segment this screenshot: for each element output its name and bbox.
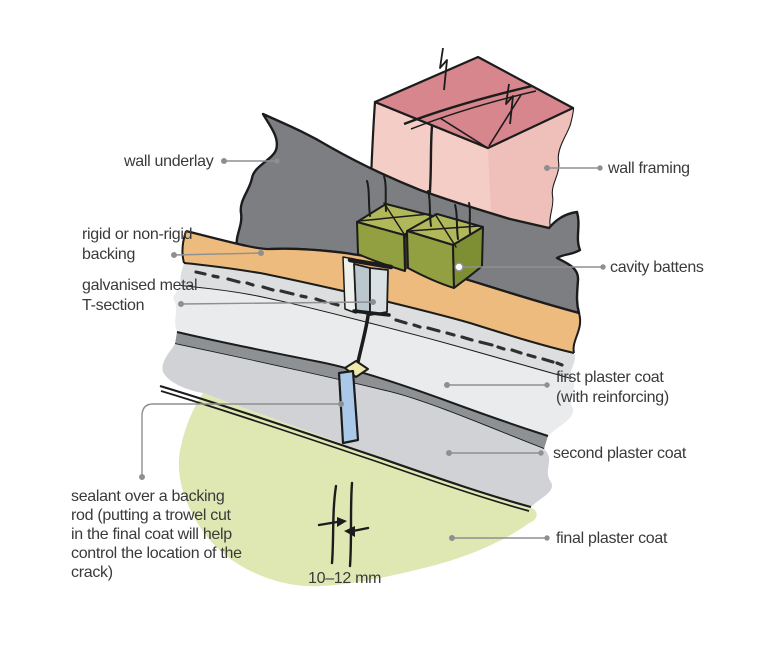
t-section-bottom-lip [352,309,391,317]
sealant-strip [337,369,360,445]
wall-framing-top-face [373,55,575,150]
label-rigid-backing: rigid or non-rigid backing [82,226,193,263]
t-section-top-lip [347,257,394,270]
leader-final-plaster [449,535,550,542]
label-galvanised-t-section: galvanised metal T-section [82,277,198,314]
leader-second-plaster [446,450,544,457]
dimension-arrow-right-head [344,526,355,537]
t-section-right-face [369,267,389,316]
dimension-line-left [330,484,338,565]
shadow-band [175,332,548,449]
framing-joint-line [403,84,533,126]
dimension-arrow-right-shaft [351,526,370,533]
dimension-arrow-left-shaft [317,520,339,527]
leader-lines [138,157,606,542]
label-first-plaster-coat: first plaster coat (with reinforcing) [556,369,669,406]
leader-cavity-battens [454,262,606,272]
batten-target-dot [454,262,464,272]
leader-wall-framing [544,164,603,171]
t-section-stem [356,314,370,364]
framing-fold-mark-left [439,117,487,148]
label-dimension-10-12mm: 10–12 mm [308,570,382,587]
backing-left-edge [181,230,187,264]
t-section-left-face [353,263,371,316]
dimension-arrow-left-head [337,517,347,527]
final-plaster-top-edge-inner [160,390,530,512]
leader-first-plaster [444,382,550,389]
timber-crack-mark-1 [439,47,448,91]
label-wall-underlay: wall underlay [124,153,214,170]
label-final-plaster-coat: final plaster coat [556,530,668,547]
framing-fold-mark-right [488,94,522,147]
reinforcing-stipple-dashes [194,270,564,367]
leader-rigid-backing [170,249,265,258]
timber-crack-mark-2 [505,83,514,125]
dimension-marker [317,481,370,568]
label-sealant-note: sealant over a backing rod (putting a tr… [71,488,242,581]
reinforcing-band [180,263,575,379]
leader-t-section [177,299,377,308]
dimension-line-right [348,481,354,568]
label-wall-framing: wall framing [608,160,690,177]
leader-sealant [138,401,345,481]
framing-joint-line-2 [410,90,537,130]
first-plaster-band [173,286,575,436]
final-plaster-coat-group [159,384,537,587]
cavity-battens-group [356,175,484,289]
backing-right-edge [572,312,582,354]
final-plaster-top-edge [159,384,532,509]
label-cavity-battens: cavity battens [610,259,704,276]
label-second-plaster-coat: second plaster coat [553,445,687,462]
leader-wall-underlay [220,157,280,164]
batten-nails [358,175,480,248]
batten-right-side [452,226,484,289]
final-plaster-blob [178,393,537,587]
